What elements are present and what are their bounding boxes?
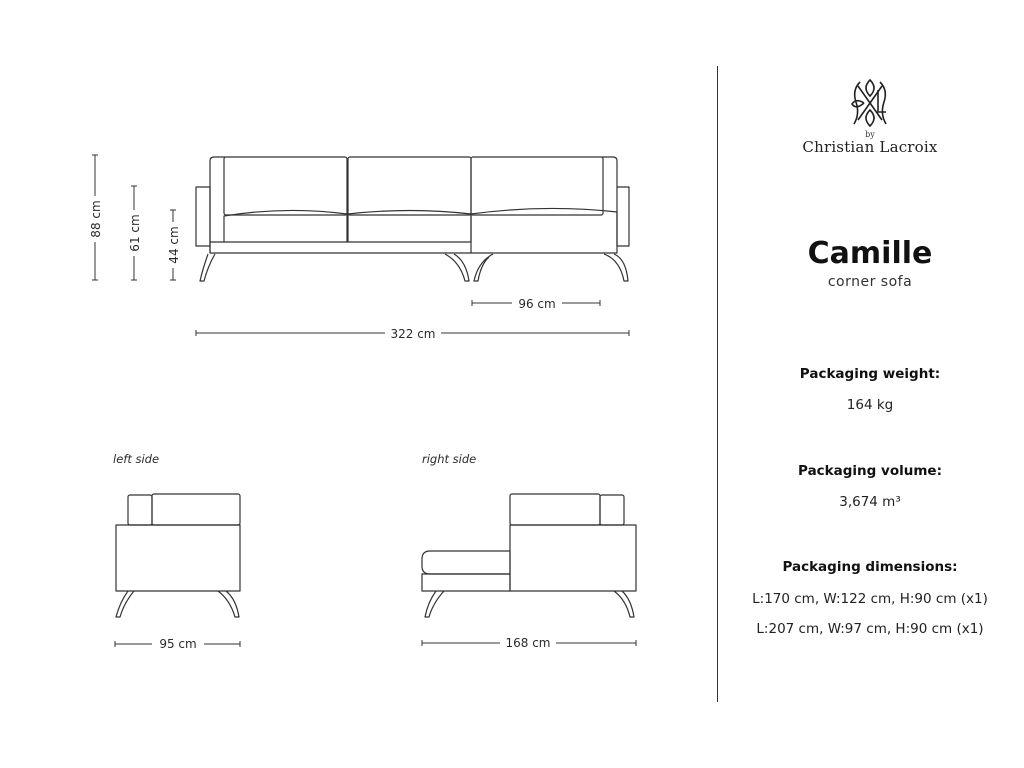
label-right-depth: 168 cm — [505, 636, 550, 650]
caption-left-side: left side — [113, 452, 159, 466]
sofa-right-side-view — [421, 493, 637, 618]
packaging-weight-value: 164 kg — [846, 397, 894, 413]
vertical-divider — [717, 66, 718, 702]
dimension-labels: 88 cm 61 cm 44 cm 96 cm 322 cm 95 cm 168… — [86, 196, 562, 652]
sofa-left-side-view — [115, 493, 241, 618]
info-panel: by Christian Lacroix Camille corner sofa… — [720, 0, 1020, 768]
packaging-volume-label: Packaging volume: — [798, 463, 942, 479]
label-left-depth: 95 cm — [159, 637, 196, 651]
brand-monogram-logo — [851, 78, 887, 128]
label-total-width: 322 cm — [390, 327, 435, 341]
caption-right-side: right side — [422, 452, 476, 466]
label-height-armrest: 61 cm — [128, 214, 142, 251]
label-height-total: 88 cm — [89, 200, 103, 237]
product-type: corner sofa — [827, 274, 913, 290]
packaging-weight-label: Packaging weight: — [799, 366, 941, 382]
packaging-dimension-line-2: L:207 cm, W:97 cm, H:90 cm (x1) — [756, 621, 984, 637]
sofa-front-view — [195, 156, 630, 282]
packaging-volume-value: 3,674 m³ — [839, 494, 901, 510]
packaging-dimensions-label: Packaging dimensions: — [782, 559, 958, 575]
product-name: Camille — [807, 236, 933, 271]
label-height-seat: 44 cm — [167, 226, 181, 263]
label-chaise-width: 96 cm — [518, 297, 555, 311]
brand-by: by — [865, 130, 875, 139]
brand-name: Christian Lacroix — [802, 138, 938, 156]
packaging-dimension-line-1: L:170 cm, W:122 cm, H:90 cm (x1) — [752, 591, 988, 607]
